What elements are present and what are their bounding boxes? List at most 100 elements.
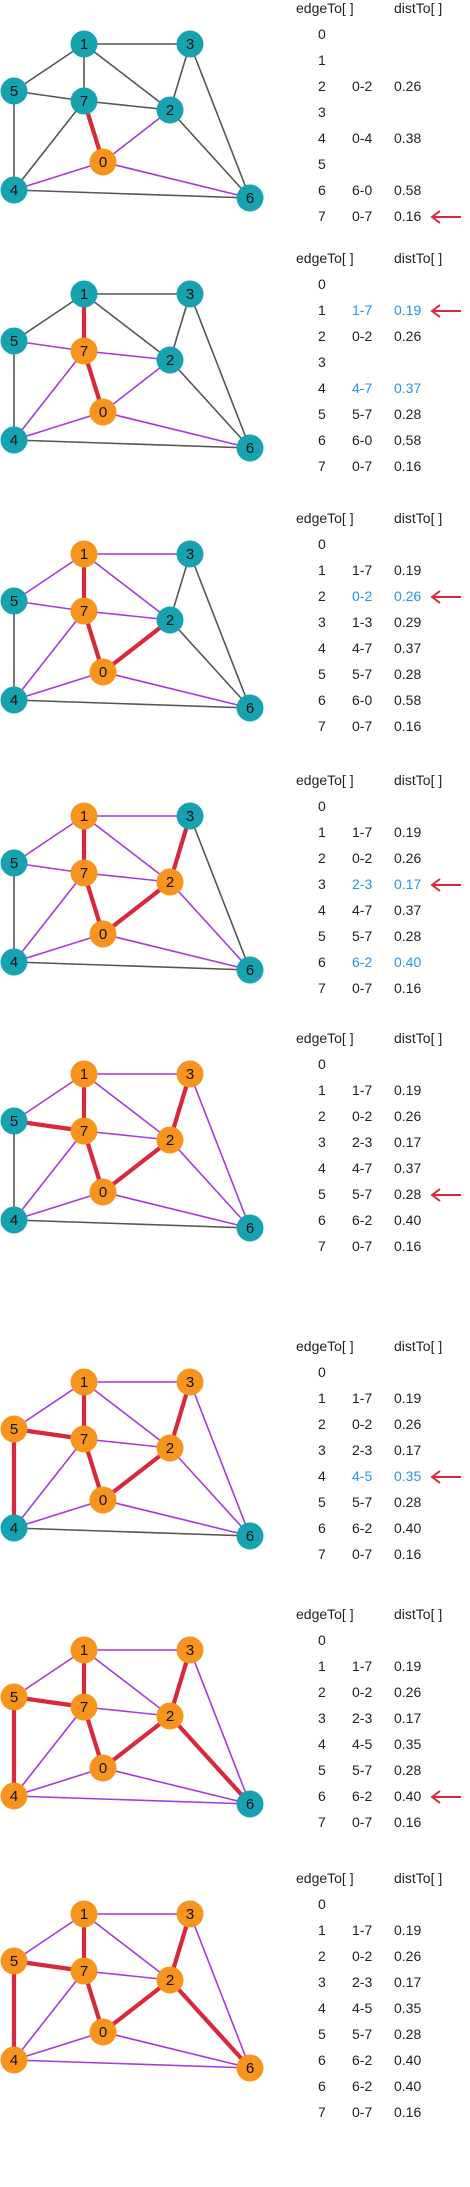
- vertex-label: 5: [10, 333, 18, 350]
- vertex-label: 1: [80, 546, 88, 563]
- edge-to-cell: 1-7: [352, 1082, 373, 1098]
- row-index: 0: [318, 536, 326, 552]
- edge-3-6: [189, 815, 251, 971]
- vertex-1: [70, 280, 98, 308]
- edgeto-header: edgeTo[ ]: [296, 250, 354, 266]
- dist-to-cell: 0.16: [394, 980, 422, 996]
- dist-to-cell: 0.17: [394, 1710, 422, 1726]
- vertex-label: 7: [80, 603, 88, 620]
- row-index: 1: [318, 1658, 326, 1674]
- row-index: 4: [318, 902, 326, 918]
- edge-2-7: [83, 100, 171, 111]
- edge-to-cell: 1-7: [352, 824, 373, 840]
- vertex-label: 2: [166, 1440, 174, 1457]
- vertex-0: [89, 658, 117, 686]
- edge-0-4: [13, 933, 104, 963]
- row-index: 5: [318, 1186, 326, 1202]
- vertex-label: 6: [246, 700, 254, 717]
- row-index: 6: [318, 432, 326, 448]
- row-index: 2: [318, 1684, 326, 1700]
- vertex-0: [89, 2018, 117, 2046]
- vertex-3: [176, 1900, 204, 1928]
- edge-2-7: [83, 1130, 171, 1141]
- vertex-label: 6: [246, 2060, 254, 2077]
- vertex-5: [0, 1415, 28, 1443]
- edge-4-7: [13, 1706, 85, 1797]
- table-row: 0: [296, 536, 466, 562]
- row-index: 4: [318, 1736, 326, 1752]
- row-index: 7: [318, 1814, 326, 1830]
- vertex-label: 6: [246, 1220, 254, 1237]
- edge-to-cell: 0-7: [352, 1546, 373, 1562]
- dist-to-cell: 0.37: [394, 380, 422, 396]
- vertex-label: 3: [186, 546, 194, 563]
- edge-0-4: [13, 161, 104, 191]
- row-index: 4: [318, 2000, 326, 2016]
- distto-header: distTo[ ]: [394, 1030, 443, 1046]
- edge-4-7: [13, 100, 85, 191]
- vertex-5: [0, 327, 28, 355]
- vertex-1: [70, 1368, 98, 1396]
- vertex-2: [156, 1126, 184, 1154]
- table-row: 3: [296, 354, 466, 380]
- vertex-2: [156, 346, 184, 374]
- edge-to-cell: 1-3: [352, 614, 373, 630]
- edge-0-4: [13, 2031, 104, 2061]
- edge-to-cell: 1-7: [352, 1658, 373, 1674]
- edge-to-cell: 5-7: [352, 1494, 373, 1510]
- vertex-1: [70, 1900, 98, 1928]
- vertex-label: 6: [246, 190, 254, 207]
- row-index: 4: [318, 380, 326, 396]
- dist-to-cell: 0.16: [394, 458, 422, 474]
- dist-to-cell: 0.16: [394, 1814, 422, 1830]
- vertex-2: [156, 1966, 184, 1994]
- vertex-4: [0, 2046, 28, 2074]
- vertex-0: [89, 1178, 117, 1206]
- vertex-3: [176, 540, 204, 568]
- edge-to-cell: 5-7: [352, 406, 373, 422]
- table-row: 0: [296, 276, 466, 302]
- edge-0-2: [102, 109, 171, 163]
- edge-6-2: [169, 619, 251, 709]
- row-index: 6: [318, 182, 326, 198]
- row-index: 0: [318, 276, 326, 292]
- vertex-label: 4: [10, 2052, 18, 2069]
- edge-to-cell: 6-2: [352, 2052, 373, 2068]
- vertex-label: 3: [186, 1642, 194, 1659]
- row-index: 6: [318, 1788, 326, 1804]
- row-index: 3: [318, 1134, 326, 1150]
- vertex-3: [176, 1368, 204, 1396]
- dist-to-cell: 0.26: [394, 850, 422, 866]
- left-arrow-icon: [430, 1470, 461, 1484]
- vertex-label: 2: [166, 352, 174, 369]
- row-index: 0: [318, 798, 326, 814]
- edge-to-cell: 6-2: [352, 1520, 373, 1536]
- row-index: 2: [318, 850, 326, 866]
- vertex-1: [70, 30, 98, 58]
- vertex-label: 3: [186, 1906, 194, 1923]
- vertex-4: [0, 1206, 28, 1234]
- vertex-label: 6: [246, 1796, 254, 1813]
- vertex-3: [176, 802, 204, 830]
- edge-1-2: [83, 553, 171, 621]
- edge-0-4: [13, 1191, 104, 1221]
- dist-to-cell: 0.40: [394, 1212, 422, 1228]
- edge-to-cell: 0-7: [352, 980, 373, 996]
- edge-0-2: [100, 617, 173, 675]
